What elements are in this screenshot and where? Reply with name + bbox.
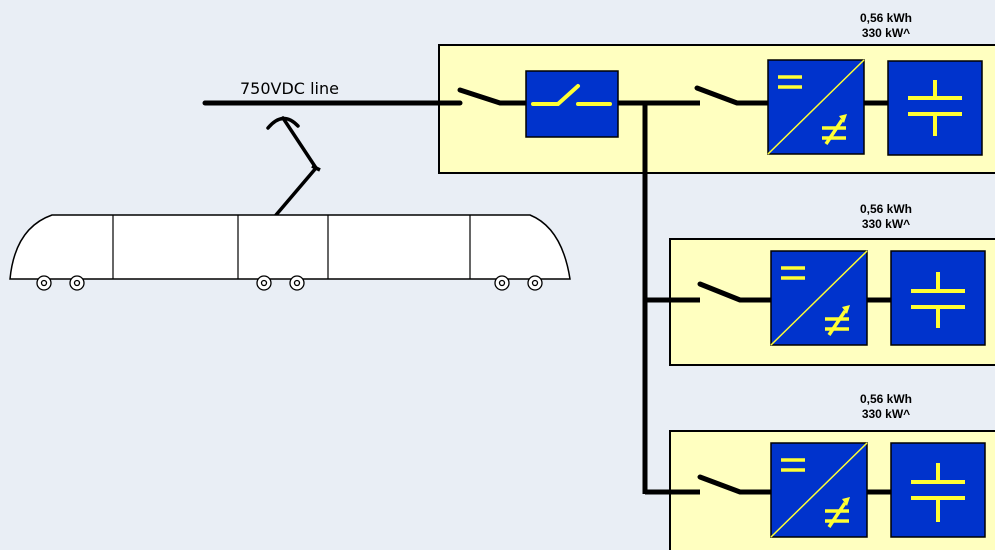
dc-line-label: 750VDC line — [240, 79, 339, 98]
dc-dc-converter-icon — [770, 250, 868, 346]
module-2-switch — [697, 281, 771, 303]
distribution-bus — [618, 100, 700, 495]
module-power-label: 330 kW^ — [862, 26, 910, 40]
capacitor-icon — [890, 442, 986, 538]
dc-line: 750VDC line — [202, 79, 463, 106]
module-energy-label: 0,56 kWh — [860, 11, 912, 25]
dc-dc-converter-icon — [767, 59, 865, 155]
main-switch — [457, 87, 527, 106]
module-power-label: 330 kW^ — [862, 217, 910, 231]
module-energy-label: 0,56 kWh — [860, 202, 912, 216]
module-power-label: 330 kW^ — [862, 407, 910, 421]
capacitor-icon — [887, 60, 983, 156]
capacitor-icon — [890, 250, 986, 346]
module-1-switch — [694, 85, 768, 106]
module-3-switch — [697, 474, 771, 495]
module-energy-label: 0,56 kWh — [860, 392, 912, 406]
dc-dc-converter-icon — [770, 442, 868, 538]
main-switch-blade — [457, 87, 503, 106]
pantograph-icon — [266, 116, 321, 217]
dc-circuit-breaker-icon — [525, 70, 619, 138]
tram-icon — [9, 214, 571, 291]
